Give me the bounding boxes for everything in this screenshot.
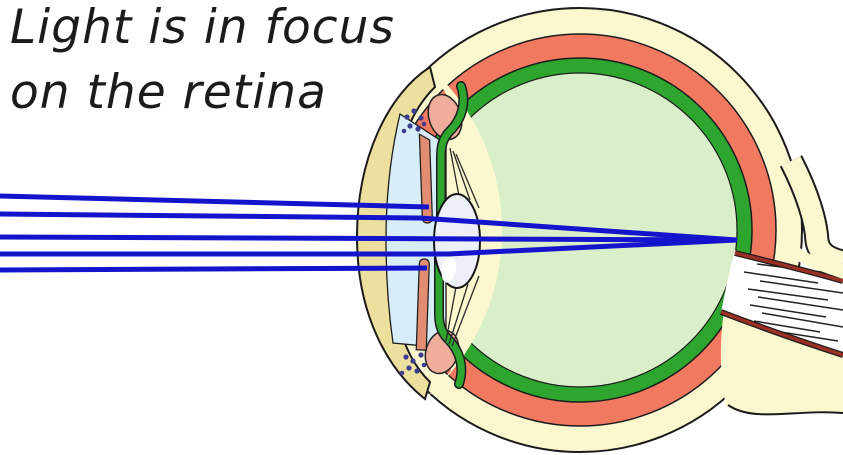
optic-nerve (721, 250, 843, 356)
optic-nerve-group (719, 155, 843, 416)
optic-nerve-sheath-lower-edge (727, 404, 843, 416)
light-ray-3 (0, 234, 738, 243)
light-ray-5 (0, 265, 428, 273)
light-ray-2 (0, 211, 738, 243)
light-rays (0, 193, 738, 273)
optic-nerve-sheath-upper (781, 156, 843, 273)
lens-highlight (441, 257, 457, 283)
light-ray-4 (0, 237, 738, 257)
ciliary-muscle-dots-lower (399, 352, 427, 376)
light-ray-1 (0, 193, 430, 210)
retina-fold-upper (437, 82, 467, 226)
optic-nerve-sheath-lower (720, 310, 843, 415)
optic-nerve-fibers (743, 263, 843, 342)
ciliary-muscle-dots-upper (401, 108, 427, 134)
retina-fold-lower (435, 254, 465, 388)
iris-lower (415, 258, 430, 351)
optic-nerve-sheath-upper-fill (796, 248, 843, 279)
optic-nerve-border-lower (720, 310, 843, 357)
optic-nerve-border-upper (734, 251, 843, 283)
zonule-fibers (445, 147, 480, 347)
